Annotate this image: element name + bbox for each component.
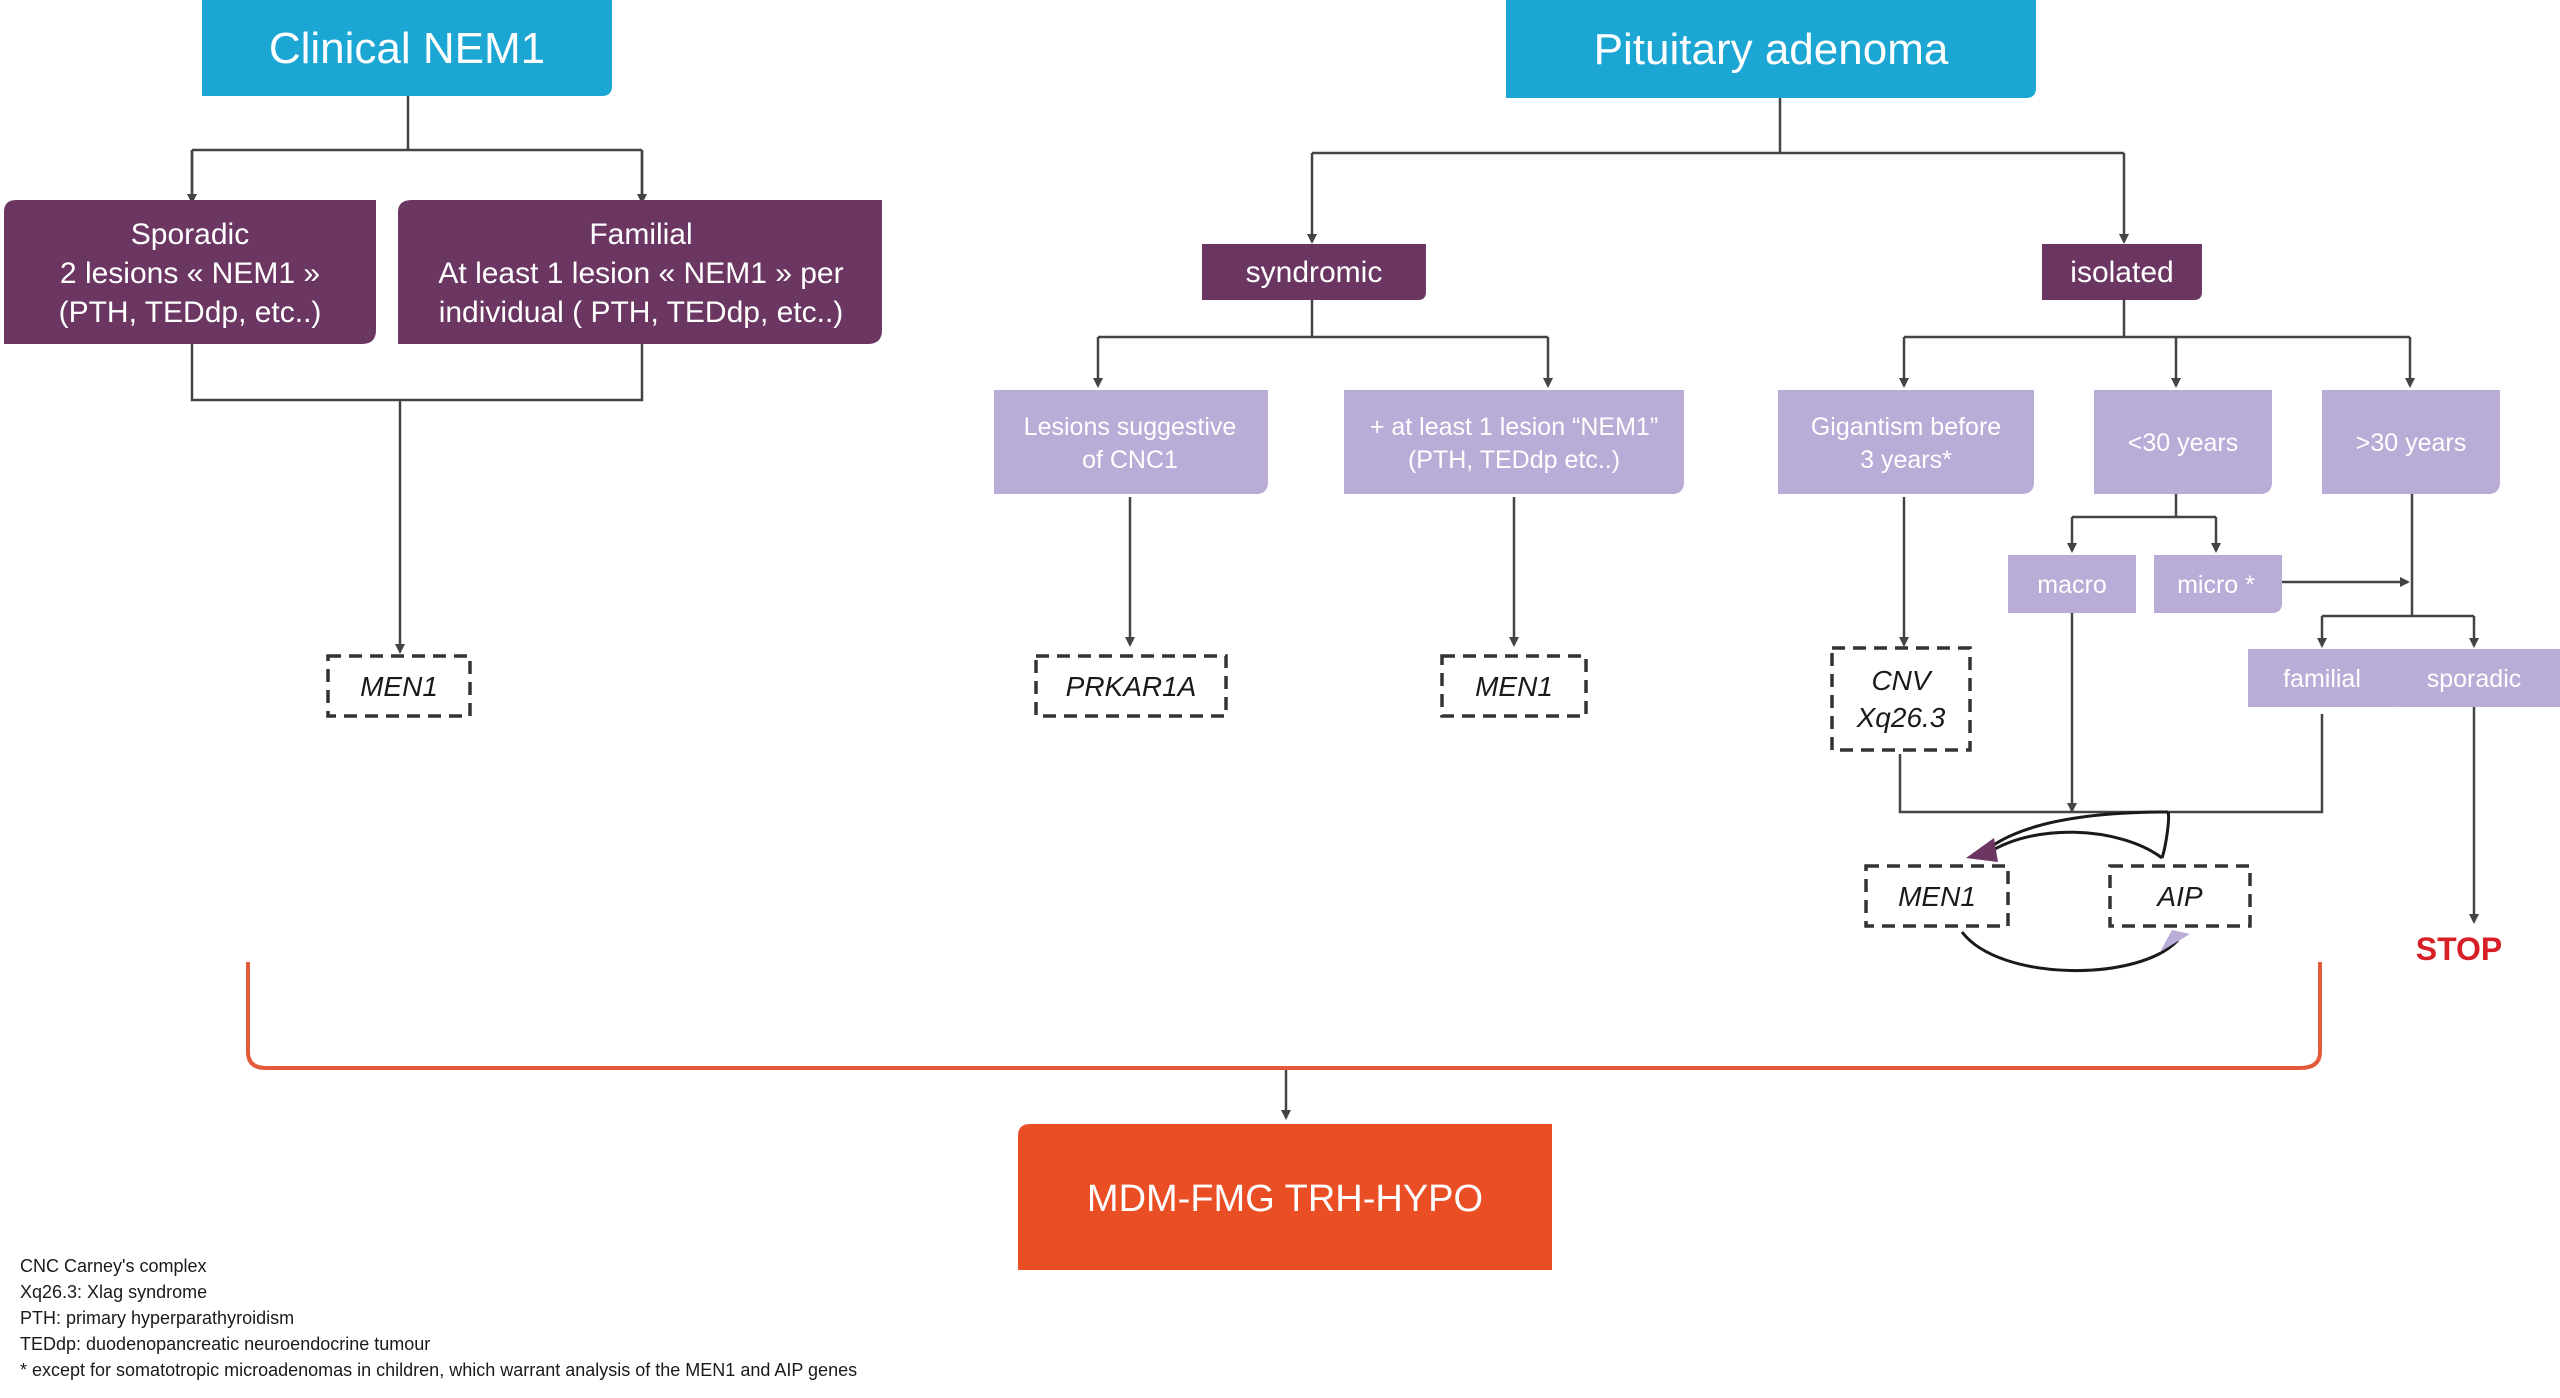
- sporadic-pituitary-label: sporadic: [2427, 665, 2522, 693]
- sporadic-box: Sporadic 2 lesions « NEM1 » (PTH, TEDdp,…: [4, 200, 376, 344]
- gene-cnv-line-2: Xq26.3: [1856, 702, 1946, 733]
- cycle-arrowhead-men1: [1966, 838, 1998, 862]
- under30-box: <30 years: [2094, 390, 2272, 494]
- nem1-lesion-line-2: (PTH, TEDdp etc..): [1408, 446, 1620, 474]
- sporadic-line-3: (PTH, TEDdp, etc..): [59, 296, 322, 329]
- legend-line-1: CNC Carney's complex: [20, 1256, 207, 1276]
- cycle-arrowhead-aip: [2160, 930, 2190, 952]
- connector-syndromic-split: [1098, 300, 1548, 339]
- cycle-arrow-to-aip: [1960, 931, 2180, 973]
- cycle-arrow-to-men1: [1983, 830, 2163, 860]
- gene-cnv-line-1: CNV: [1871, 665, 1932, 696]
- connector-over30-split: [2322, 493, 2474, 618]
- final-label: MDM-FMG TRH-HYPO: [1087, 1178, 1483, 1220]
- gigantism-line-2: 3 years*: [1860, 446, 1952, 474]
- orange-bracket: [246, 962, 2322, 1070]
- over30-box: >30 years: [2322, 390, 2500, 494]
- gene-prkar1a: PRKAR1A: [1066, 671, 1197, 702]
- gene-men1-isolated: MEN1: [1898, 881, 1976, 912]
- syndromic-box: syndromic: [1202, 244, 1426, 300]
- familial-line-3: individual ( PTH, TEDdp, etc..): [439, 296, 844, 329]
- isolated-label: isolated: [2070, 256, 2173, 289]
- cnc-lesions-box: Lesions suggestive of CNC1: [994, 390, 1268, 494]
- connector-under30-split: [2072, 493, 2216, 519]
- gene-cnv-box: CNV Xq26.3: [1830, 646, 1972, 752]
- gene-aip: AIP: [2155, 881, 2202, 912]
- legend-line-4: TEDdp: duodenopancreatic neuroendocrine …: [20, 1334, 430, 1354]
- macro-box: macro: [2008, 555, 2136, 613]
- cnc-lesions-line-2: of CNC1: [1082, 446, 1178, 474]
- legend-line-3: PTH: primary hyperparathyroidism: [20, 1308, 294, 1328]
- legend-line-5: * except for somatotropic microadenomas …: [20, 1360, 857, 1380]
- nem1-lesion-box: + at least 1 lesion “NEM1” (PTH, TEDdp e…: [1344, 390, 1684, 494]
- gene-men1-clinical-box: MEN1: [326, 654, 472, 718]
- gene-prkar1a-box: PRKAR1A: [1034, 654, 1228, 718]
- clinical-nem1-title: Clinical NEM1: [269, 24, 545, 73]
- familial-pituitary-box: familial: [2248, 649, 2396, 707]
- micro-box: micro *: [2154, 555, 2282, 613]
- gigantism-box: Gigantism before 3 years*: [1778, 390, 2034, 494]
- pituitary-adenoma-title: Pituitary adenoma: [1594, 25, 1949, 74]
- gene-aip-box: AIP: [2108, 864, 2252, 928]
- connector-clinical-split: [190, 96, 644, 200]
- familial-clinical-box: Familial At least 1 lesion « NEM1 » per …: [398, 200, 882, 344]
- connector-lines: [187, 96, 2479, 1120]
- sporadic-line-2: 2 lesions « NEM1 »: [60, 257, 320, 290]
- under30-label: <30 years: [2128, 429, 2239, 457]
- connector-isolated-join: [1898, 714, 2324, 814]
- gene-men1-syndromic: MEN1: [1475, 671, 1553, 702]
- connector-clinical-join: [190, 344, 644, 402]
- sporadic-pituitary-box: sporadic: [2388, 649, 2560, 707]
- men1-aip-cycle: [1960, 810, 2190, 973]
- syndromic-label: syndromic: [1246, 256, 1383, 289]
- legend-line-2: Xq26.3: Xlag syndrome: [20, 1282, 207, 1302]
- gigantism-line-1: Gigantism before: [1811, 413, 2001, 441]
- gene-men1-isolated-box: MEN1: [1864, 864, 2010, 928]
- connector-isolated-split: [1904, 300, 2410, 339]
- pituitary-adenoma-box: Pituitary adenoma: [1506, 0, 2036, 98]
- gene-men1-syndromic-box: MEN1: [1440, 654, 1588, 718]
- familial-line-2: At least 1 lesion « NEM1 » per: [438, 257, 843, 290]
- micro-label: micro *: [2177, 571, 2255, 599]
- macro-label: macro: [2037, 571, 2106, 599]
- legend: CNC Carney's complex Xq26.3: Xlag syndro…: [20, 1256, 857, 1380]
- familial-label: Familial: [589, 218, 692, 251]
- nem1-lesion-line-1: + at least 1 lesion “NEM1”: [1370, 413, 1658, 441]
- isolated-box: isolated: [2042, 244, 2202, 300]
- gene-men1-clinical: MEN1: [360, 671, 438, 702]
- stop-label: STOP: [2416, 931, 2503, 967]
- sporadic-label: Sporadic: [131, 218, 249, 251]
- over30-label: >30 years: [2356, 429, 2467, 457]
- cnc-lesions-line-1: Lesions suggestive: [1024, 413, 1237, 441]
- familial-pituitary-label: familial: [2283, 665, 2361, 693]
- clinical-nem1-box: Clinical NEM1: [202, 0, 612, 96]
- final-box: MDM-FMG TRH-HYPO: [1018, 1124, 1552, 1270]
- connector-pituitary-split: [1312, 98, 2124, 155]
